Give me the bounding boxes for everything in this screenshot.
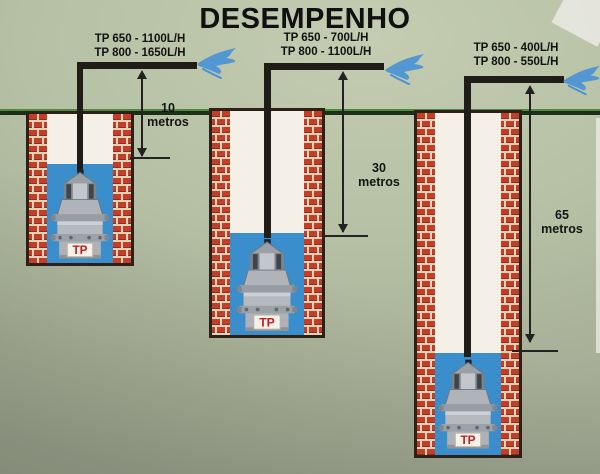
flow-rate-tp650: TP 650 - 1100L/H (94, 33, 186, 45)
well-2-brick-left (212, 111, 230, 335)
depth-arrow-down-well2 (338, 224, 348, 233)
well-1-outlet-pipe (77, 62, 197, 69)
pump-illustration-well1: TP (51, 169, 109, 259)
well-3-brick-right (501, 113, 519, 455)
well-3-outlet-pipe (464, 76, 564, 83)
depth-arrow-down-well1 (137, 148, 147, 157)
well-1-pump-cable (77, 62, 83, 172)
depth-value: 65 (555, 208, 569, 222)
page-title: DESEMPENHO (199, 3, 411, 35)
well-2-pump-cable (264, 63, 271, 238)
well-1-brick-right (113, 114, 131, 263)
water-splash-icon (197, 48, 236, 79)
depth-label-well3: 65 metros (533, 208, 591, 236)
depth-unit: metros (147, 115, 189, 129)
pump-illustration-well2: TP (237, 239, 297, 331)
well-2-outlet-pipe (264, 63, 384, 70)
depth-tick-well2 (322, 235, 368, 237)
flow-rate-tp650: TP 650 - 700L/H (283, 32, 369, 44)
brand-logo: TP (259, 315, 275, 329)
flow-rate-tp800: TP 800 - 1650L/H (94, 46, 186, 59)
depth-label-well1: 10 metros (139, 101, 197, 129)
flow-rate-tp650: TP 650 - 400L/H (473, 42, 559, 54)
brand-logo: TP (72, 244, 87, 257)
flow-rate-label-well1: TP 650 - 1100L/H TP 800 - 1650L/H (74, 33, 206, 60)
depth-tick-well1 (130, 157, 170, 159)
depth-arrow-well3 (529, 87, 531, 342)
pump-illustration-well3: TP (439, 359, 497, 449)
depth-value: 30 (372, 161, 386, 175)
well-3-pump-cable (464, 76, 471, 357)
flow-rate-tp800: TP 800 - 550L/H (473, 55, 559, 68)
well-2-brick-right (304, 111, 322, 335)
depth-unit: metros (541, 222, 583, 236)
brand-logo: TP (460, 434, 475, 447)
depth-tick-well3 (512, 350, 558, 352)
depth-value: 10 (161, 101, 175, 115)
depth-arrow-well2 (342, 73, 344, 232)
photo-edge-right (596, 118, 600, 353)
depth-arrow-down-well3 (525, 334, 535, 343)
water-splash-icon (563, 65, 600, 96)
flow-rate-label-well2: TP 650 - 700L/H TP 800 - 1100L/H (260, 32, 392, 59)
water-splash-icon (385, 54, 424, 85)
flow-rate-tp800: TP 800 - 1100L/H (280, 45, 372, 58)
depth-label-well2: 30 metros (350, 161, 408, 189)
depth-unit: metros (358, 175, 400, 189)
well-1-brick-left (29, 114, 47, 263)
photo-edge-corner (551, 0, 600, 47)
well-3-brick-left (417, 113, 435, 455)
flow-rate-label-well3: TP 650 - 400L/H TP 800 - 550L/H (450, 42, 582, 69)
depth-arrow-well1 (141, 72, 143, 156)
